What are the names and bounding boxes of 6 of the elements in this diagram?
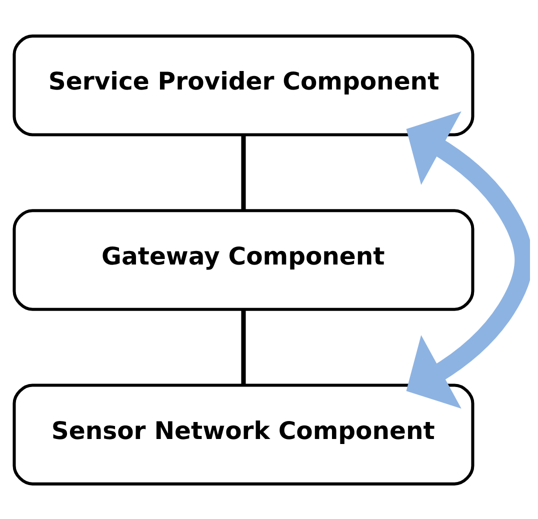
connector [241, 309, 246, 385]
node-box: Service Provider Component [12, 34, 474, 136]
node-box: Gateway Component [12, 208, 474, 310]
connector [241, 134, 246, 210]
node-box: Sensor Network Component [12, 383, 474, 485]
arrow [406, 110, 530, 408]
